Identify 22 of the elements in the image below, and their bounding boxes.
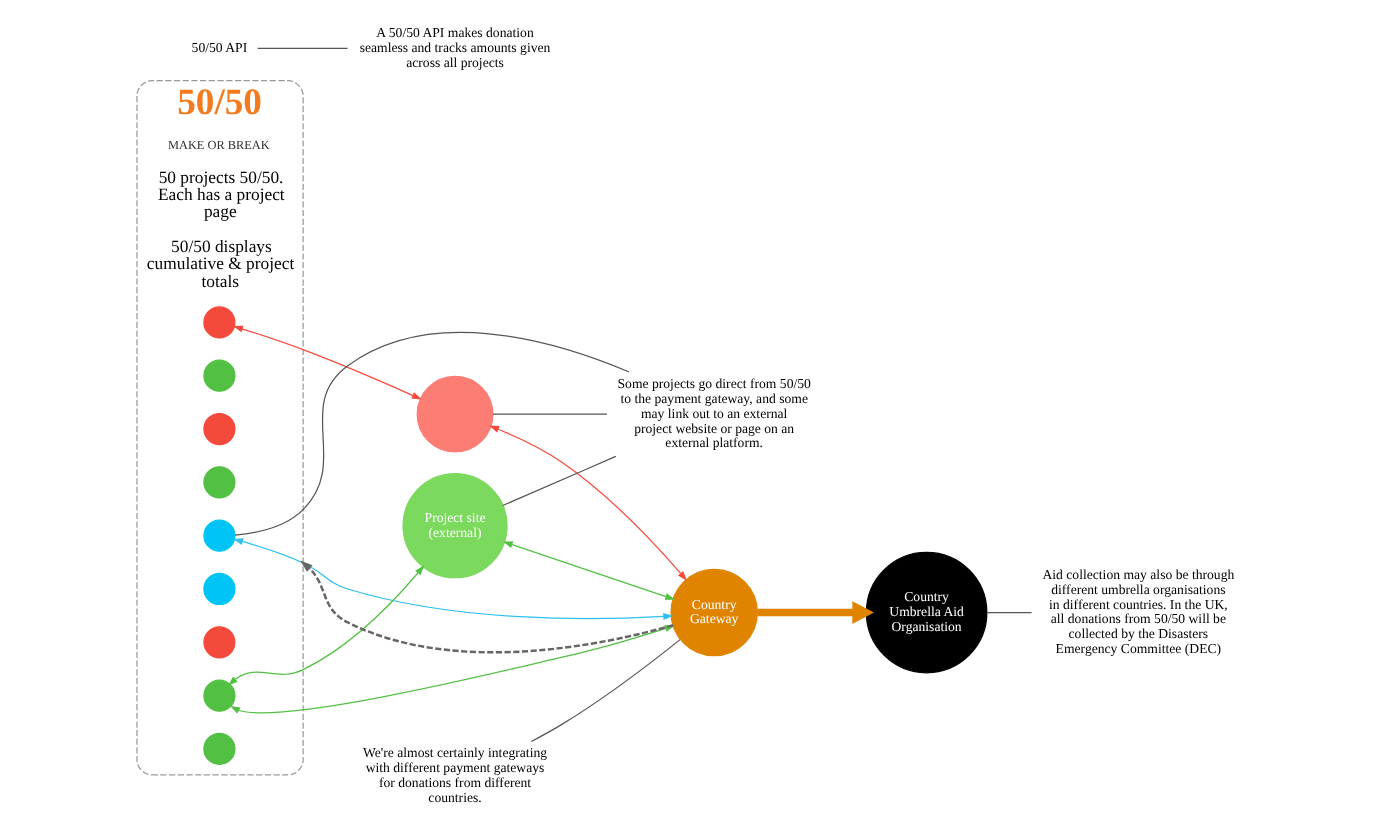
- node-circle: [202, 412, 235, 446]
- node-circle: [202, 732, 235, 766]
- node-circle: [202, 626, 235, 659]
- node-circle: [202, 679, 235, 712]
- arrow: [488, 425, 686, 581]
- arrow: [232, 325, 421, 400]
- connector: [491, 413, 607, 415]
- arrow: [756, 601, 873, 624]
- node-circle: [202, 306, 235, 339]
- connector: [529, 639, 680, 743]
- connector: [501, 455, 616, 507]
- connector: [256, 47, 348, 49]
- node-circle: [202, 572, 235, 606]
- node-circle: [202, 359, 235, 392]
- connector: [233, 331, 629, 536]
- arrow: [226, 565, 424, 686]
- node-circle: [202, 519, 235, 552]
- node-circle: [202, 466, 235, 499]
- connector: [985, 611, 1032, 614]
- arrow: [232, 538, 673, 620]
- arrow: [501, 541, 675, 600]
- node-circle: [415, 375, 493, 453]
